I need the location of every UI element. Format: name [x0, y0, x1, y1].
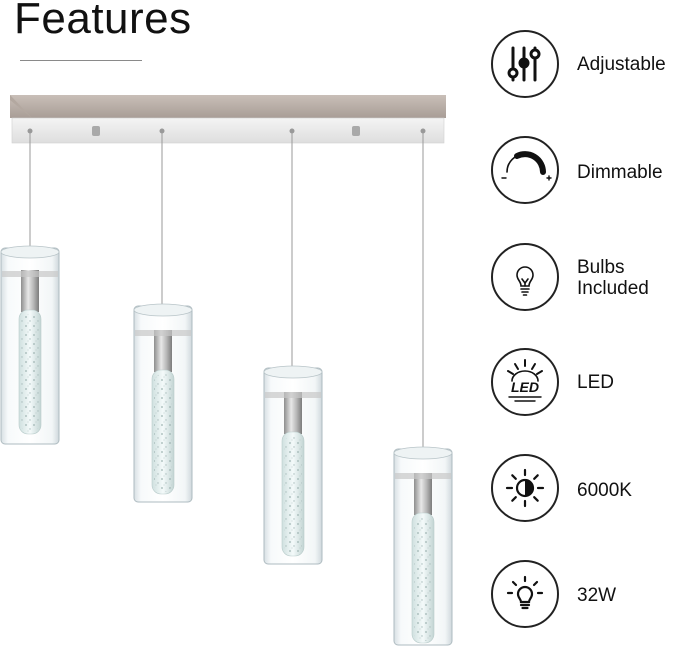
feature-label-dimmable: Dimmable [577, 162, 663, 183]
pendant-2 [133, 303, 193, 503]
pendant-light-illustration [0, 95, 453, 646]
sun-half-icon [491, 454, 559, 522]
bright-bulb-icon [491, 560, 559, 628]
feature-6000k: 6000K [491, 454, 676, 526]
pendant-1 [0, 245, 60, 445]
feature-label-bulbs-line2: Included [577, 278, 649, 299]
canopy-bar [10, 95, 446, 144]
sliders-icon [491, 30, 559, 98]
pendant-3 [263, 365, 323, 565]
feature-adjustable: Adjustable [491, 30, 676, 102]
feature-label-32w: 32W [577, 585, 617, 606]
title-underline [20, 60, 142, 61]
led-icon: LED [491, 348, 559, 416]
pendant-4 [393, 446, 453, 646]
feature-label-bulbs-line1: Bulbs [577, 257, 625, 278]
svg-text:LED: LED [511, 379, 539, 395]
suspension-cables [29, 133, 424, 460]
light-bulb-icon [491, 243, 559, 311]
feature-32w: 32W [491, 560, 676, 632]
feature-bulbs-included: Bulbs Included [491, 243, 676, 315]
feature-label-bulbs: Bulbs Included [577, 257, 649, 299]
feature-led: LED LED [491, 348, 676, 420]
dimmer-arc-icon [491, 136, 559, 204]
page-title: Features [14, 0, 192, 43]
feature-label-led: LED [577, 372, 614, 393]
feature-label-6000k: 6000K [577, 480, 632, 501]
feature-dimmable: Dimmable [491, 136, 676, 208]
feature-label-adjustable: Adjustable [577, 54, 666, 75]
